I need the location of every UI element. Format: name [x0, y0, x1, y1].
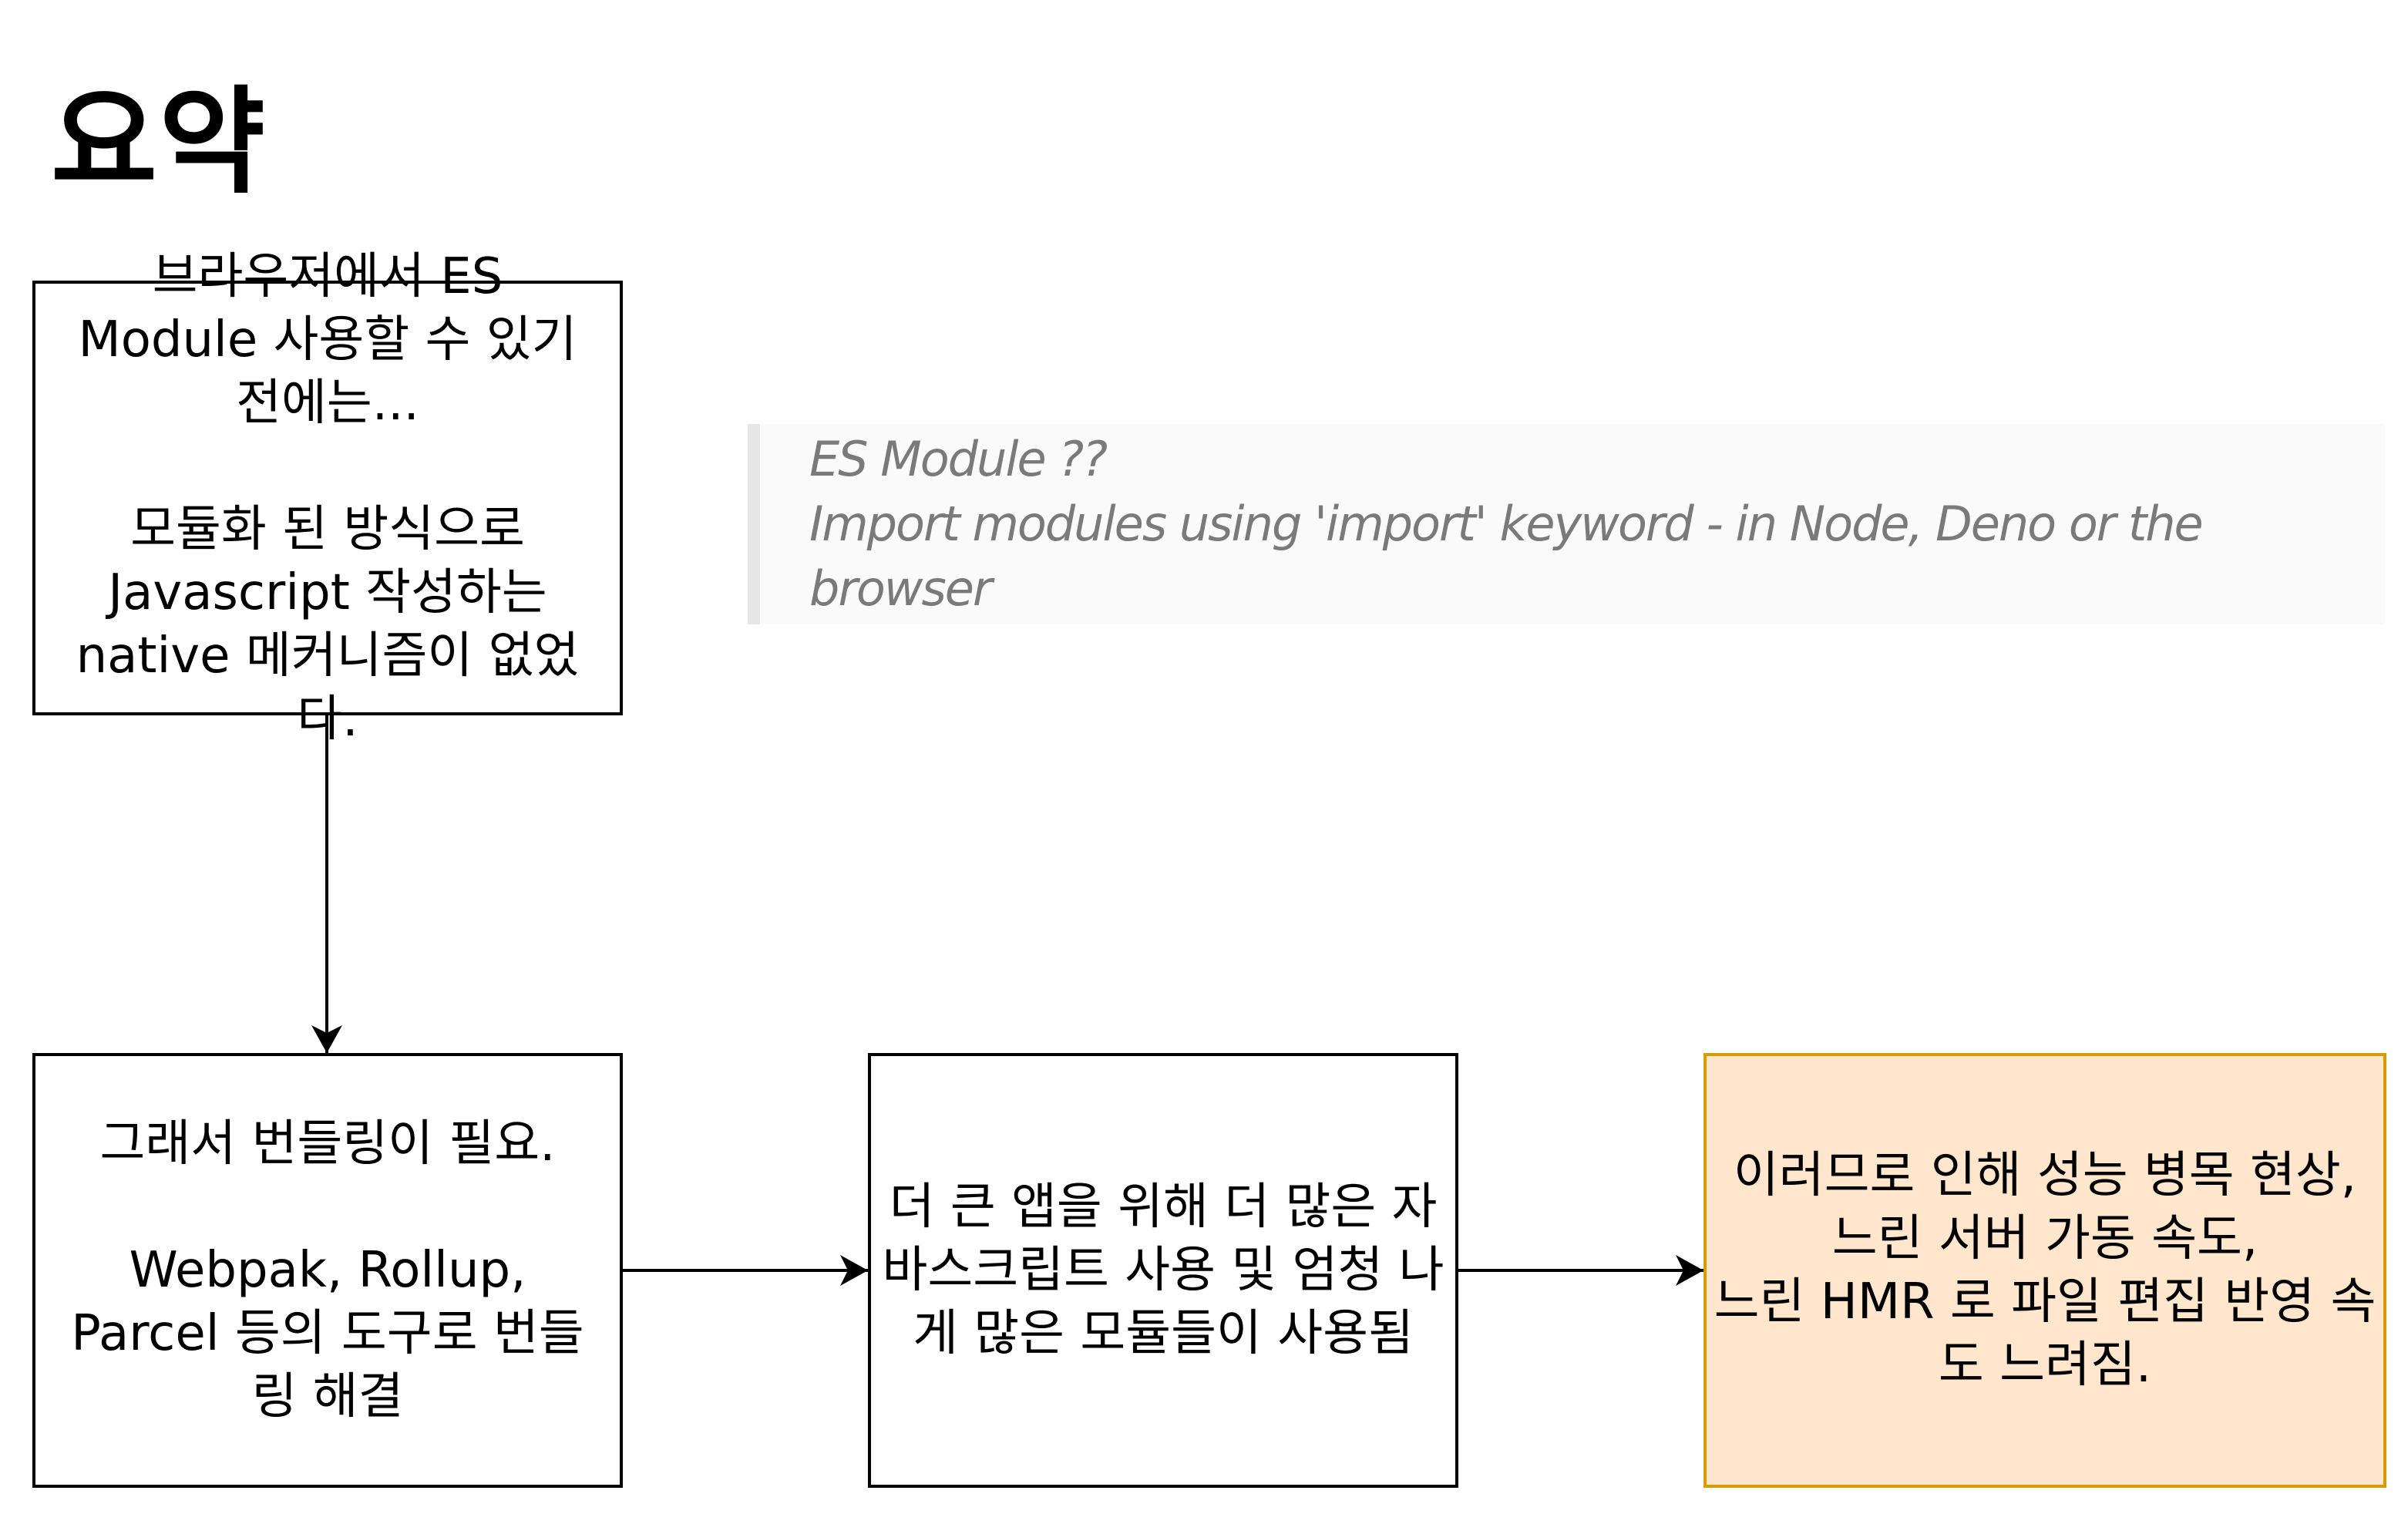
- box-before-es-module[interactable]: [32, 281, 623, 715]
- page-title: 요약: [51, 76, 267, 210]
- arrowhead-right-icon: [840, 1255, 868, 1286]
- quote-line-1: ES Module ??: [809, 431, 1108, 487]
- arrowhead-right-icon: [1676, 1255, 1703, 1286]
- box-more-javascript-text: 더 큰 앱을 위해 더 많은 자바스크립트 사용 및 엄청 나게 많은 모듈들이…: [882, 1179, 1444, 1362]
- quote-line-3: browser: [809, 560, 992, 617]
- quote-line-2: Import modules using 'import' keyword - …: [809, 496, 2204, 552]
- box-before-es-module-text: 브라우저에서 ES Module 사용할 수 있기 전에는... 모듈화 된 방…: [76, 248, 580, 748]
- quote-block: ES Module ?? Import modules using 'impor…: [748, 424, 2385, 624]
- box-bundling[interactable]: [32, 1053, 623, 1488]
- box-performance-bottleneck-text: 이러므로 인해 성능 병목 현상, 느린 서버 가동 속도, 느린 HMR 로 …: [1714, 1147, 2376, 1394]
- box-more-javascript[interactable]: [868, 1053, 1458, 1488]
- box-performance-bottleneck[interactable]: [1703, 1053, 2386, 1488]
- arrowhead-down-icon: [311, 1025, 342, 1053]
- box-bundling-text: 그래서 번들링이 필요. Webpak, Rollup, Parcel 등의 도…: [71, 1115, 584, 1425]
